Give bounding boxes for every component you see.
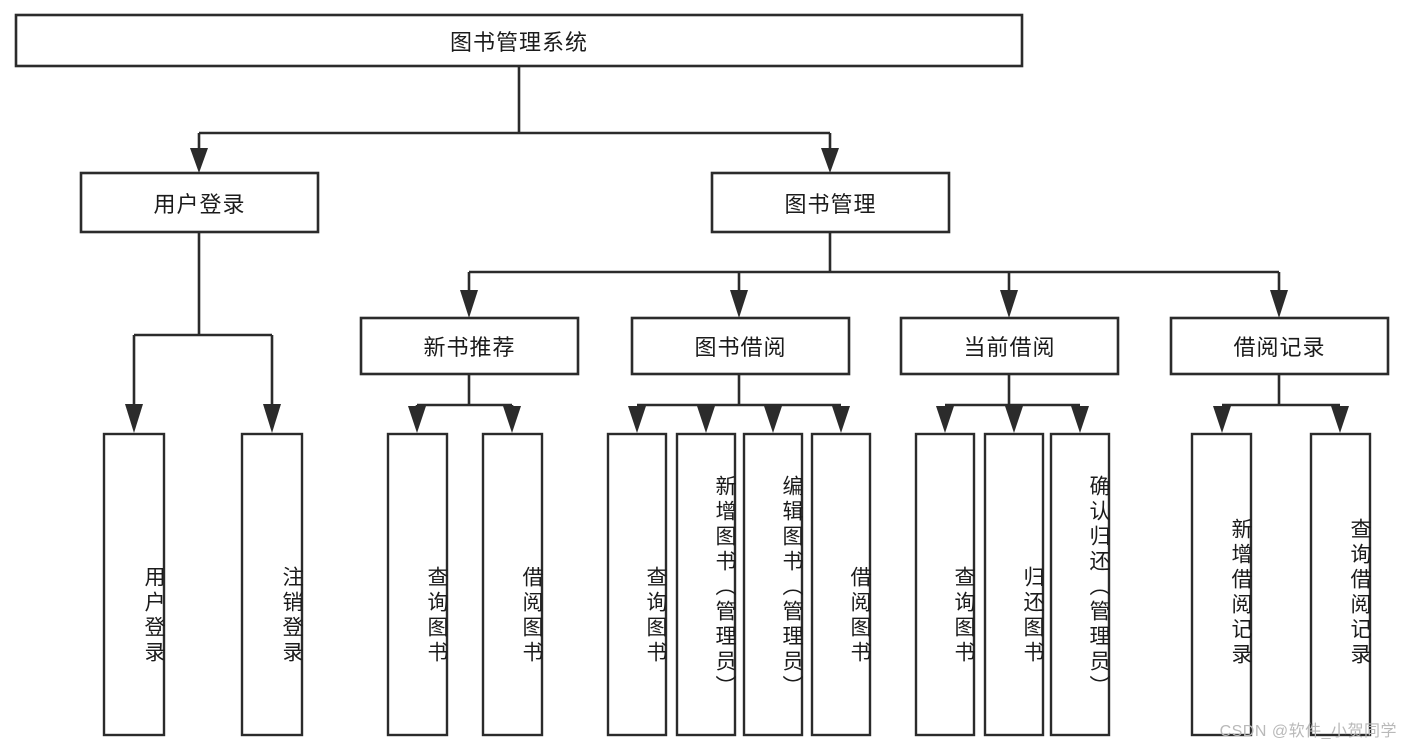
arrow-book-borrow-to-leaf-4 xyxy=(832,406,850,433)
arrow-book-borrow-to-leaf-1 xyxy=(628,406,646,433)
arrow-book-manage-to-new-book xyxy=(460,290,478,318)
node-rect-new-book-recommend[interactable] xyxy=(359,316,580,376)
node-rect-leaf-query-record[interactable] xyxy=(1309,432,1372,737)
arrow-current-borrow-to-leaf-3 xyxy=(1071,406,1089,433)
node-rect-book-borrow[interactable] xyxy=(630,316,851,376)
node-rect-leaf-borrow-book-2[interactable] xyxy=(810,432,872,737)
arrow-book-manage-to-current-borrow xyxy=(1000,290,1018,318)
edges-group xyxy=(125,66,1349,433)
node-rect-book-manage[interactable] xyxy=(710,171,951,234)
node-rect-leaf-logout[interactable] xyxy=(240,432,304,737)
node-rect-leaf-edit-book[interactable] xyxy=(742,432,804,737)
arrow-new-book-to-leaf-1 xyxy=(408,406,426,433)
arrow-user-login-to-leaf-2 xyxy=(263,404,281,433)
arrow-root-to-user-login xyxy=(190,148,208,173)
node-rect-user-login[interactable] xyxy=(79,171,320,234)
arrow-book-borrow-to-leaf-2 xyxy=(697,406,715,433)
node-rect-leaf-add-book[interactable] xyxy=(675,432,737,737)
node-rect-leaf-return-book[interactable] xyxy=(983,432,1045,737)
node-rect-leaf-confirm-return[interactable] xyxy=(1049,432,1111,737)
node-rect-leaf-borrow-book-1[interactable] xyxy=(481,432,544,737)
node-rect-leaf-add-record[interactable] xyxy=(1190,432,1253,737)
node-rect-current-borrow[interactable] xyxy=(899,316,1120,376)
node-rect-leaf-query-book-3[interactable] xyxy=(914,432,976,737)
arrow-user-login-to-leaf-1 xyxy=(125,404,143,433)
arrow-borrow-record-to-leaf-1 xyxy=(1213,406,1231,433)
arrow-borrow-record-to-leaf-2 xyxy=(1331,406,1349,433)
arrow-book-manage-to-book-borrow xyxy=(730,290,748,318)
node-rect-leaf-user-login[interactable] xyxy=(102,432,166,737)
node-rect-leaf-query-book-1[interactable] xyxy=(386,432,449,737)
node-rect-borrow-record[interactable] xyxy=(1169,316,1390,376)
nodes-group xyxy=(14,13,1390,737)
arrow-book-borrow-to-leaf-3 xyxy=(764,406,782,433)
arrow-current-borrow-to-leaf-2 xyxy=(1005,406,1023,433)
csdn-watermark: CSDN @软件_小贺同学 xyxy=(1219,723,1397,740)
arrow-root-to-book-manage xyxy=(821,148,839,173)
arrow-book-manage-to-borrow-record xyxy=(1270,290,1288,318)
arrow-new-book-to-leaf-2 xyxy=(503,406,521,433)
node-rect-leaf-query-book-2[interactable] xyxy=(606,432,668,737)
arrow-current-borrow-to-leaf-1 xyxy=(936,406,954,433)
node-rect-root[interactable] xyxy=(14,13,1024,68)
